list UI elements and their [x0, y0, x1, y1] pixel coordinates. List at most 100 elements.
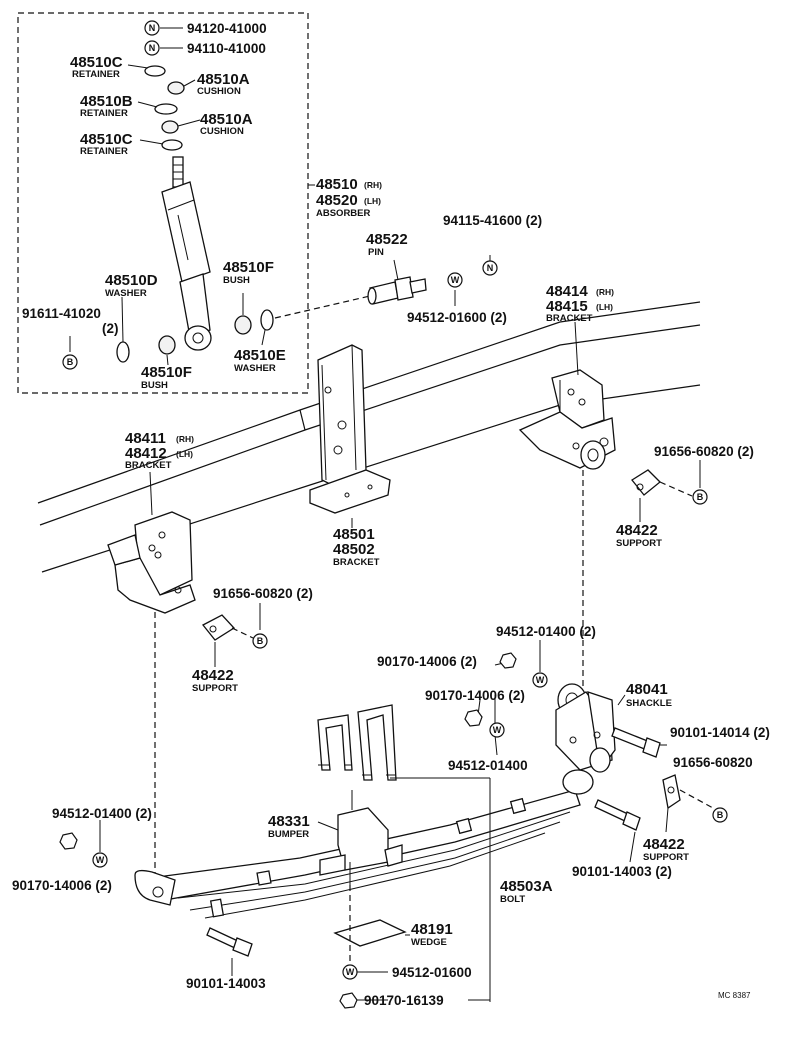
nut-symbol: N	[144, 40, 160, 56]
part-number: 48501	[333, 526, 375, 543]
part-number: 48510C	[70, 54, 123, 71]
part-name: BRACKET	[333, 557, 380, 568]
part-number: 94512-01600	[392, 965, 472, 980]
u-bolts-48503A	[317, 704, 397, 781]
part-number: 48502	[333, 541, 375, 558]
absorber-group-box	[17, 12, 309, 394]
bumper-48331	[317, 790, 403, 876]
part-name: SUPPORT	[616, 538, 662, 549]
part-name: SUPPORT	[192, 683, 238, 694]
svg-text:B: B	[67, 357, 74, 367]
svg-text:(2): (2)	[102, 321, 119, 336]
svg-text:W: W	[451, 275, 460, 285]
part-number: 48503A	[500, 878, 553, 895]
part-number: 48510C	[80, 131, 133, 148]
part-number: 48510A	[197, 71, 250, 88]
part-name: RETAINER	[80, 108, 128, 119]
part-number: 48041	[626, 681, 668, 698]
part-number: 90170-14006 (2)	[425, 688, 525, 703]
bolt-symbol: B	[712, 807, 728, 823]
part-number: 94512-01400 (2)	[496, 624, 596, 639]
svg-text:(RH): (RH)	[364, 180, 382, 190]
part-name: BUMPER	[268, 829, 309, 840]
part-number: 91656-60820 (2)	[654, 444, 754, 459]
svg-text:W: W	[536, 675, 545, 685]
bolt-90101-14014	[611, 727, 667, 758]
svg-text:N: N	[149, 43, 156, 53]
diagram-code: MC 8387	[718, 991, 751, 1000]
part-number: 48422	[616, 522, 658, 539]
part-number: 94120-41000	[187, 21, 267, 36]
part-name: ABSORBER	[316, 208, 371, 219]
part-number: 94512-01400	[448, 758, 528, 773]
part-number: 90170-16139	[364, 993, 444, 1008]
part-number: 48331	[268, 813, 310, 830]
wedge-48191	[333, 919, 410, 947]
part-number: 48422	[643, 836, 685, 853]
part-number: 48510E	[234, 347, 286, 364]
part-number: 91656-60820 (2)	[213, 586, 313, 601]
support-48422-shackle	[662, 774, 714, 833]
part-number: 90101-14014 (2)	[670, 725, 770, 740]
spring-bolts	[206, 799, 641, 976]
svg-text:B: B	[257, 636, 264, 646]
part-number: 48415	[546, 298, 588, 315]
part-name: CUSHION	[197, 86, 241, 97]
svg-text:W: W	[346, 967, 355, 977]
part-number: 90170-14006 (2)	[12, 878, 112, 893]
part-name: PIN	[368, 247, 384, 258]
shock-absorber	[161, 156, 212, 351]
part-name: RETAINER	[80, 146, 128, 157]
bolt-symbol: B	[252, 633, 268, 649]
nut-symbol: N	[482, 260, 498, 276]
nut-symbol: N	[144, 20, 160, 36]
part-number: 48414	[546, 283, 588, 300]
part-number: 48510B	[80, 93, 133, 110]
svg-text:(RH): (RH)	[596, 287, 614, 297]
part-number: 94110-41000	[187, 41, 266, 56]
part-number: 48510F	[223, 259, 274, 276]
svg-text:(LH): (LH)	[596, 302, 613, 312]
part-name: BRACKET	[125, 460, 172, 471]
support-48422-right	[631, 460, 701, 522]
part-name: WEDGE	[411, 937, 447, 948]
part-name: SUPPORT	[643, 852, 689, 863]
bracket-48414	[518, 321, 616, 470]
part-number: 94512-01400 (2)	[52, 806, 152, 821]
hex-nut-icon	[59, 652, 517, 1009]
part-number: 48510F	[141, 364, 192, 381]
absorber-small-parts	[116, 65, 274, 363]
part-number: 48422	[192, 667, 234, 684]
part-number: 48520	[316, 192, 358, 209]
part-number: 48412	[125, 445, 167, 462]
shackle-48041	[555, 683, 626, 773]
part-number: 48510D	[105, 272, 158, 289]
part-name: SHACKLE	[626, 698, 672, 709]
part-name: BUSH	[223, 275, 250, 286]
part-number: 48510	[316, 176, 358, 193]
washer-symbol: W	[342, 964, 358, 980]
washer-symbol: W	[447, 272, 463, 288]
part-number: 48191	[411, 921, 453, 938]
part-number: 94115-41600 (2)	[443, 213, 542, 228]
part-number: 90170-14006 (2)	[377, 654, 477, 669]
svg-text:W: W	[493, 725, 502, 735]
pin-48522	[367, 259, 427, 305]
washer-symbol: W	[489, 722, 505, 738]
part-name: WASHER	[234, 363, 276, 374]
bracket-48411	[107, 471, 196, 614]
bolt-symbol: B	[62, 354, 78, 370]
svg-text:(LH): (LH)	[364, 196, 381, 206]
svg-text:(RH): (RH)	[176, 434, 194, 444]
svg-text:N: N	[487, 263, 494, 273]
part-number: 90101-14003	[186, 976, 266, 991]
part-name: RETAINER	[72, 69, 120, 80]
part-name: CUSHION	[200, 126, 244, 137]
part-number: 91656-60820	[673, 755, 753, 770]
part-number: 94512-01600 (2)	[407, 310, 507, 325]
part-name: BOLT	[500, 894, 525, 905]
svg-text:W: W	[96, 855, 105, 865]
bracket-48501	[309, 344, 391, 528]
svg-text:(LH): (LH)	[176, 449, 193, 459]
